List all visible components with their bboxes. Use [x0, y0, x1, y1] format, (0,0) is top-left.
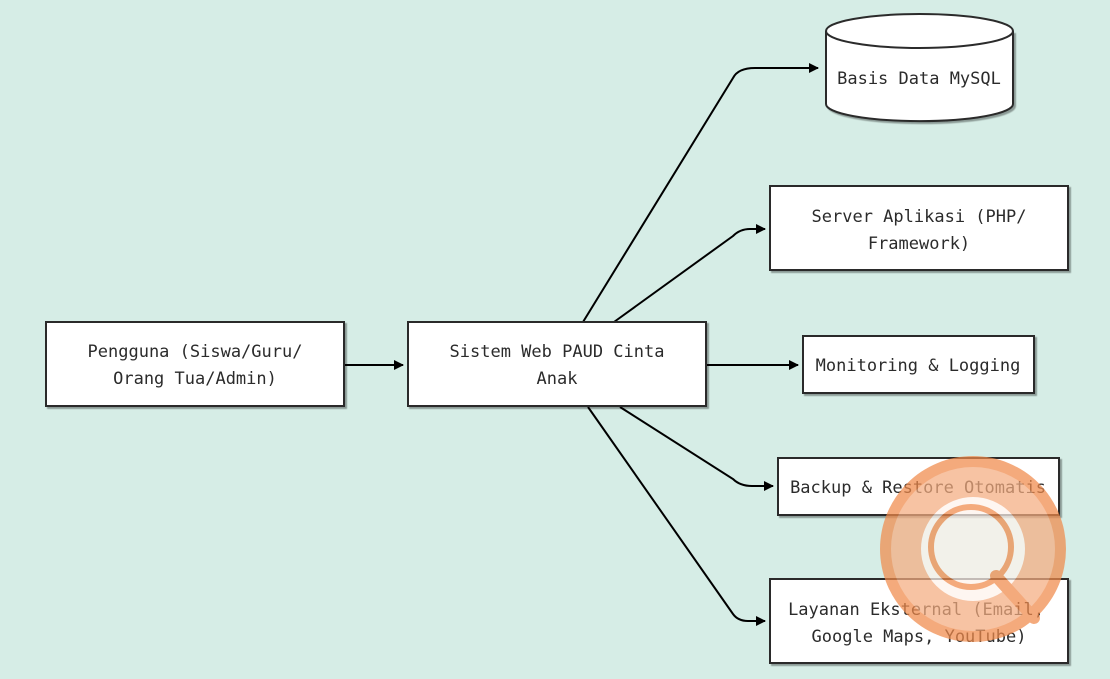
node-app-server-label-line-2: Framework) [868, 234, 970, 254]
node-monitoring[interactable]: Monitoring & Logging [802, 335, 1035, 394]
edge-system-to-backup [619, 406, 774, 491]
node-system-label-line-2: Anak [537, 369, 578, 389]
node-app-server[interactable]: Server Aplikasi (PHP/ Framework) [769, 185, 1069, 271]
node-app-server-label-line-1: Server Aplikasi (PHP/ [812, 207, 1027, 227]
node-system[interactable]: Sistem Web PAUD Cinta Anak [407, 321, 707, 407]
node-users[interactable]: Pengguna (Siswa/Guru/ Orang Tua/Admin) [45, 321, 345, 407]
node-users-label-line-1: Pengguna (Siswa/Guru/ [88, 342, 303, 362]
node-database[interactable]: Basis Data MySQL [825, 13, 1014, 123]
edge-system-to-database [582, 63, 819, 323]
node-system-label-line-1: Sistem Web PAUD Cinta [450, 342, 665, 362]
node-monitoring-label: Monitoring & Logging [816, 356, 1021, 376]
edge-system-to-app-server [613, 224, 766, 323]
edges [345, 63, 819, 626]
node-database-label: Basis Data MySQL [837, 69, 1001, 89]
magnifier-logo-icon [880, 456, 1066, 642]
node-users-label-line-2: Orang Tua/Admin) [113, 369, 277, 389]
edge-system-to-external [587, 406, 766, 626]
